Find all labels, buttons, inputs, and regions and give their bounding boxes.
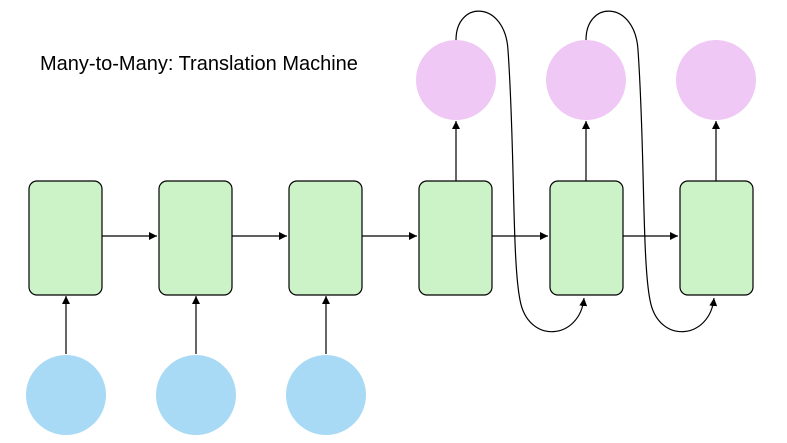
- feedback-loop-output1-to-cell5: [455, 10, 588, 333]
- output-nodes: [416, 40, 756, 120]
- output-node-3: [676, 40, 756, 120]
- rnn-cell-3: [288, 180, 363, 296]
- rnn-cells: [28, 180, 754, 296]
- feedback-loop-output2-to-cell6: [585, 10, 718, 333]
- rnn-cell-4: [418, 180, 493, 296]
- input-nodes: [26, 355, 366, 435]
- rnn-cell-6: [679, 180, 754, 296]
- rnn-cell-2: [158, 180, 233, 296]
- input-node-3: [286, 355, 366, 435]
- rnn-cell-1: [28, 180, 103, 296]
- edges: [62, 10, 720, 354]
- input-node-1: [26, 355, 106, 435]
- output-node-1: [416, 40, 496, 120]
- diagram-title: Many-to-Many: Translation Machine: [40, 53, 358, 75]
- rnn-cell-5: [549, 180, 624, 296]
- input-node-2: [156, 355, 236, 435]
- output-node-2: [546, 40, 626, 120]
